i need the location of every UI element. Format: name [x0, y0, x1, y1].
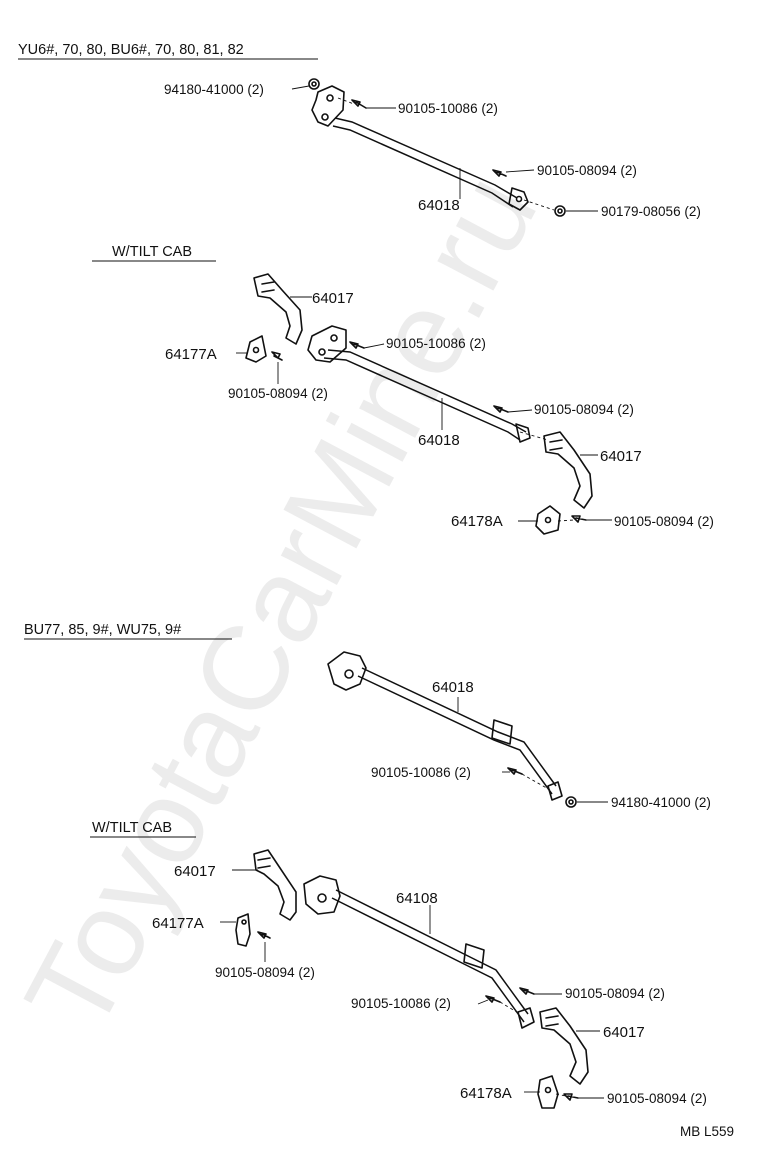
bolt: [571, 515, 587, 523]
loop-bracket: [543, 431, 593, 509]
part-label: 90105-08094 (2): [607, 1091, 707, 1106]
stay-rod: [323, 349, 527, 441]
left-bracket: [311, 85, 345, 127]
bolt: [349, 341, 365, 349]
bolt: [563, 1093, 579, 1101]
small-bracket: [535, 505, 561, 535]
left-bracket: [327, 651, 367, 691]
section-3: BU77, 85, 9#, WU75, 9# 64018 90105-10086…: [24, 622, 711, 810]
loop-bracket: [253, 273, 303, 345]
section-4: W/TILT CAB 64017: [90, 820, 707, 1109]
bolt: [507, 767, 523, 775]
loop-bracket: [253, 849, 297, 921]
nut: [565, 796, 577, 808]
section-header: BU77, 85, 9#, WU75, 9#: [24, 622, 181, 638]
part-label: 90105-08094 (2): [537, 163, 637, 178]
watermark: ToyotaCarMine.ru: [0, 153, 563, 1052]
stay-rod: [332, 117, 518, 208]
section-header: W/TILT CAB: [112, 244, 192, 260]
part-label: 64018: [418, 197, 460, 214]
nut: [308, 78, 320, 90]
left-bracket: [303, 875, 341, 915]
part-label: 64018: [432, 679, 474, 696]
part-label: 64017: [174, 863, 216, 880]
section-header: YU6#, 70, 80, BU6#, 70, 80, 81, 82: [18, 42, 244, 58]
figure-code: MB L559: [680, 1124, 734, 1139]
part-label: 90105-08094 (2): [565, 986, 665, 1001]
small-bracket: [245, 335, 267, 363]
part-label: 64017: [312, 290, 354, 307]
bolt: [271, 351, 283, 361]
part-label: 94180-41000 (2): [611, 795, 711, 810]
small-bracket: [235, 913, 251, 947]
part-label: 64177A: [152, 915, 204, 932]
stay-rod: [331, 889, 529, 1023]
part-label: 64108: [396, 890, 438, 907]
rod-end: [517, 1007, 535, 1029]
part-label: 64018: [418, 432, 460, 449]
part-label: 90105-08094 (2): [228, 386, 328, 401]
part-label: 90105-08094 (2): [534, 402, 634, 417]
section-header: W/TILT CAB: [92, 820, 172, 836]
part-label: 94180-41000 (2): [164, 82, 264, 97]
part-label: 90105-08094 (2): [215, 965, 315, 980]
mid-tab: [491, 719, 513, 745]
left-bracket: [307, 325, 347, 363]
part-label: 90105-10086 (2): [371, 765, 471, 780]
part-label: 64017: [603, 1024, 645, 1041]
bolt: [492, 169, 507, 177]
bolt: [519, 987, 535, 995]
part-label: 64178A: [460, 1085, 512, 1102]
part-label: 90105-10086 (2): [398, 101, 498, 116]
part-label: 90105-08094 (2): [614, 514, 714, 529]
rod-end: [515, 423, 531, 443]
bolt: [485, 995, 501, 1003]
section-2: W/TILT CAB 64017: [92, 244, 714, 535]
part-label: 64177A: [165, 346, 217, 363]
bolt: [493, 405, 509, 413]
bolt: [257, 931, 271, 939]
bolt: [351, 99, 367, 109]
loop-bracket: [539, 1007, 589, 1085]
part-label: 90179-08056 (2): [601, 204, 701, 219]
rod-end: [508, 187, 529, 211]
part-label: 64178A: [451, 513, 503, 530]
part-label: 90105-10086 (2): [351, 996, 451, 1011]
part-label: 64017: [600, 448, 642, 465]
nut: [554, 205, 566, 217]
small-bracket: [537, 1075, 559, 1109]
rod-end: [547, 781, 563, 801]
section-1: YU6#, 70, 80, BU6#, 70, 80, 81, 82 94180…: [18, 42, 701, 219]
part-label: 90105-10086 (2): [386, 336, 486, 351]
mid-tab: [463, 943, 485, 969]
